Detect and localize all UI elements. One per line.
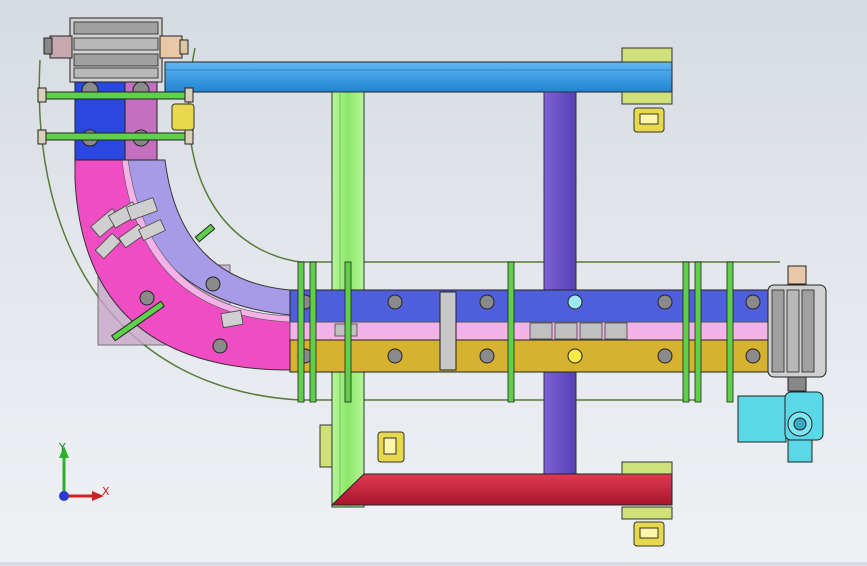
- top-beam: [164, 61, 673, 93]
- purple-post: [543, 91, 577, 475]
- curve-chain: [90, 197, 244, 329]
- top-beam-bracket: [621, 47, 673, 63]
- gear-motor: [737, 395, 787, 443]
- x-axis-label: X: [102, 485, 110, 498]
- shaft: [41, 91, 193, 100]
- bearing-clamp: [171, 103, 195, 131]
- shaft: [41, 132, 193, 141]
- axis-triad-icon: [59, 446, 104, 501]
- y-axis-label: Y: [59, 441, 66, 454]
- bottom-beam: [330, 473, 673, 506]
- coordinate-triad: Y X: [50, 440, 120, 510]
